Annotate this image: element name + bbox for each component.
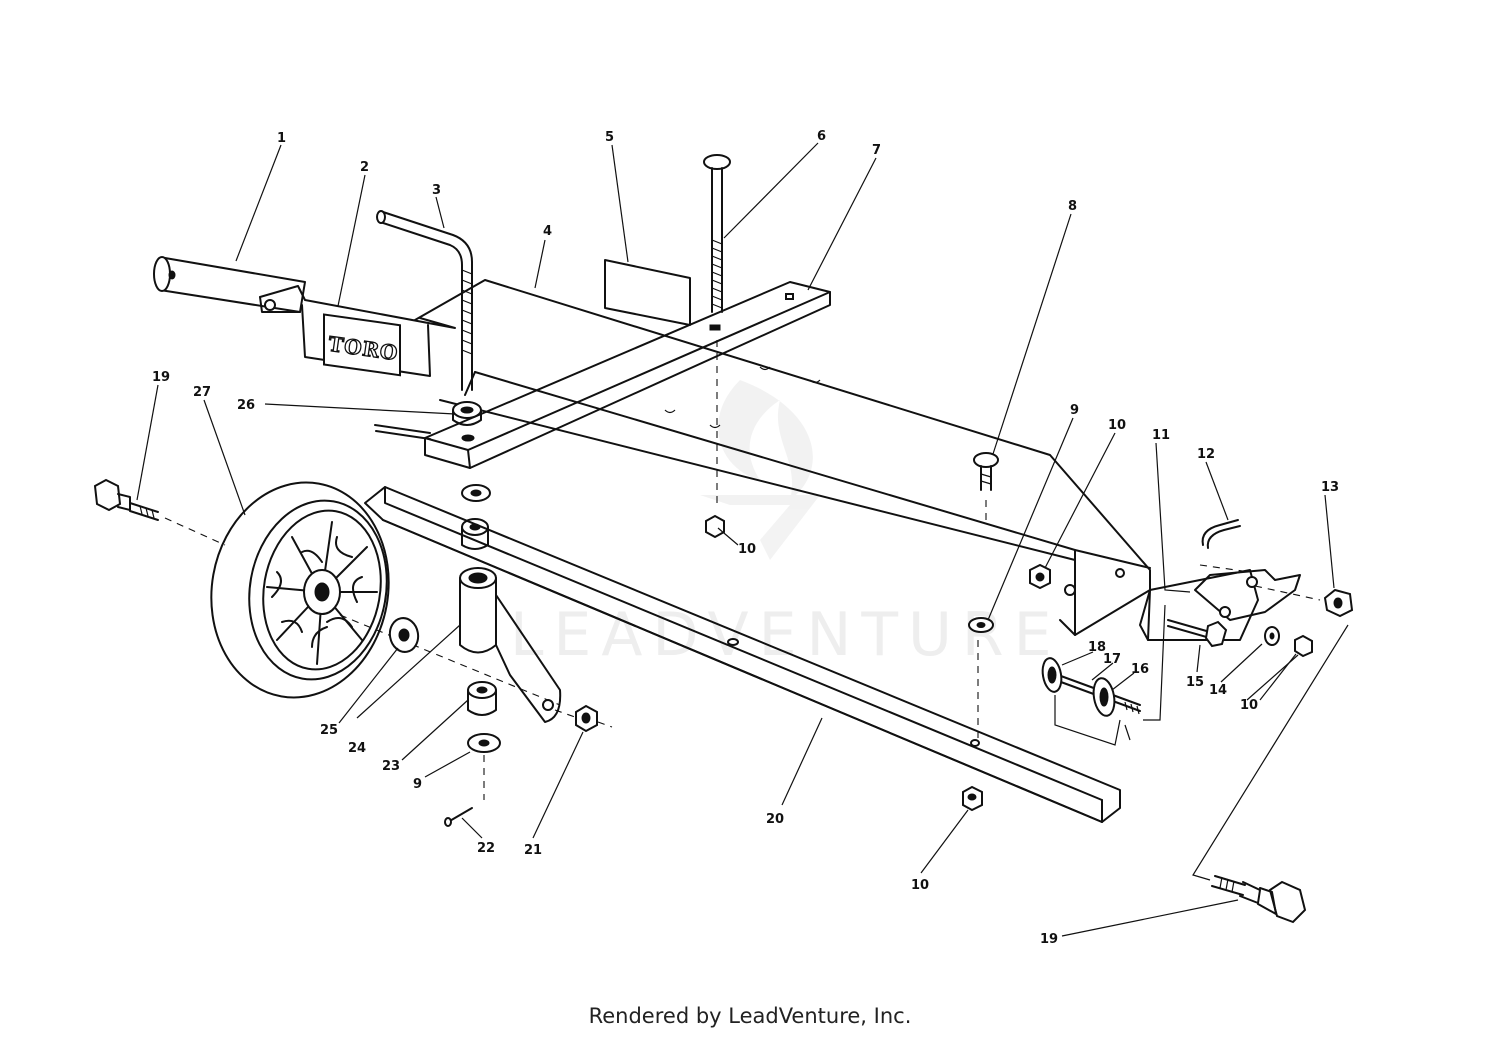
callout-25: 25: [320, 723, 338, 738]
callout-labels: 1 2 3 4 5 6 7 8 9 9 10 10 10 10 11 12 13…: [152, 129, 1339, 947]
callout-15: 15: [1186, 675, 1204, 690]
wheel-washer: [388, 617, 420, 653]
callout-13: 13: [1321, 480, 1339, 495]
shoulder-bolt-small: [1167, 619, 1228, 648]
callout-4: 4: [543, 224, 552, 239]
callout-14: 14: [1209, 683, 1227, 698]
callout-19-right: 19: [1040, 932, 1058, 947]
handle-bracket: TORO: [259, 285, 456, 377]
baffle-plate: [604, 259, 691, 326]
callout-16: 16: [1131, 662, 1149, 677]
locknut: [575, 704, 598, 733]
callout-9-lower: 9: [413, 777, 422, 792]
flange-nut: [1323, 588, 1354, 618]
callout-10-upper: 10: [1108, 418, 1126, 433]
watermark-logo-icon: [700, 380, 820, 560]
cross-bar: [424, 281, 831, 469]
callout-9-upper: 9: [1070, 403, 1079, 418]
bushing-upper: [461, 518, 489, 550]
threaded-rod: [374, 424, 431, 440]
flat-washer-right: [1264, 626, 1280, 646]
watermark: LEADVENTURE: [510, 600, 1062, 670]
locknut-far-right: [1294, 634, 1313, 658]
callout-20: 20: [766, 812, 784, 827]
shoulder-bolt-right: [1211, 875, 1307, 924]
callout-3: 3: [432, 183, 441, 198]
caster-tube: [459, 567, 497, 654]
callout-7: 7: [872, 143, 881, 158]
flat-washer-lower: [467, 733, 501, 753]
locknut-mid: [705, 514, 725, 539]
lower-rail: [364, 486, 1121, 823]
hairpin-clip: [1201, 519, 1241, 549]
callout-21: 21: [524, 843, 542, 858]
carriage-bolt: [703, 154, 731, 505]
locknut-right: [1029, 563, 1051, 590]
callout-22: 22: [477, 841, 495, 856]
footer-credit: Rendered by LeadVenture, Inc.: [588, 1004, 912, 1028]
cotter-pin: [444, 807, 473, 827]
shoulder-bolt-left: [93, 478, 159, 521]
j-rod: [376, 210, 473, 391]
callout-17: 17: [1103, 652, 1121, 667]
spacer-nut: [452, 401, 482, 426]
leader-lines: [136, 142, 1349, 937]
callout-18: 18: [1088, 640, 1106, 655]
callout-24: 24: [348, 741, 366, 756]
carriage-bolt-small: [973, 452, 999, 491]
flat-washer-upper: [461, 484, 491, 502]
callout-8: 8: [1068, 199, 1077, 214]
callout-23: 23: [382, 759, 400, 774]
callout-10-mid: 10: [738, 542, 756, 557]
callout-5: 5: [605, 130, 614, 145]
callout-1: 1: [277, 131, 286, 146]
callout-10-right: 10: [1240, 698, 1258, 713]
callout-26: 26: [237, 398, 255, 413]
callout-6: 6: [817, 129, 826, 144]
callout-2: 2: [360, 160, 369, 175]
handle-tube: [153, 256, 306, 313]
callout-11: 11: [1152, 428, 1170, 443]
callout-27: 27: [193, 385, 211, 400]
latch-plate: [1194, 569, 1301, 621]
spring-washer-left: [1041, 657, 1063, 693]
wheel: [210, 481, 390, 699]
deck-frame: [414, 279, 1151, 636]
flat-washer-mid: [968, 617, 994, 633]
callout-19-left: 19: [152, 370, 170, 385]
locknut-lower: [962, 785, 983, 812]
callout-10-lower: 10: [911, 878, 929, 893]
spring-washer-right: [1092, 677, 1116, 717]
callout-12: 12: [1197, 447, 1215, 462]
bushing-lower: [467, 681, 497, 716]
bracket-bar: [1054, 695, 1131, 746]
